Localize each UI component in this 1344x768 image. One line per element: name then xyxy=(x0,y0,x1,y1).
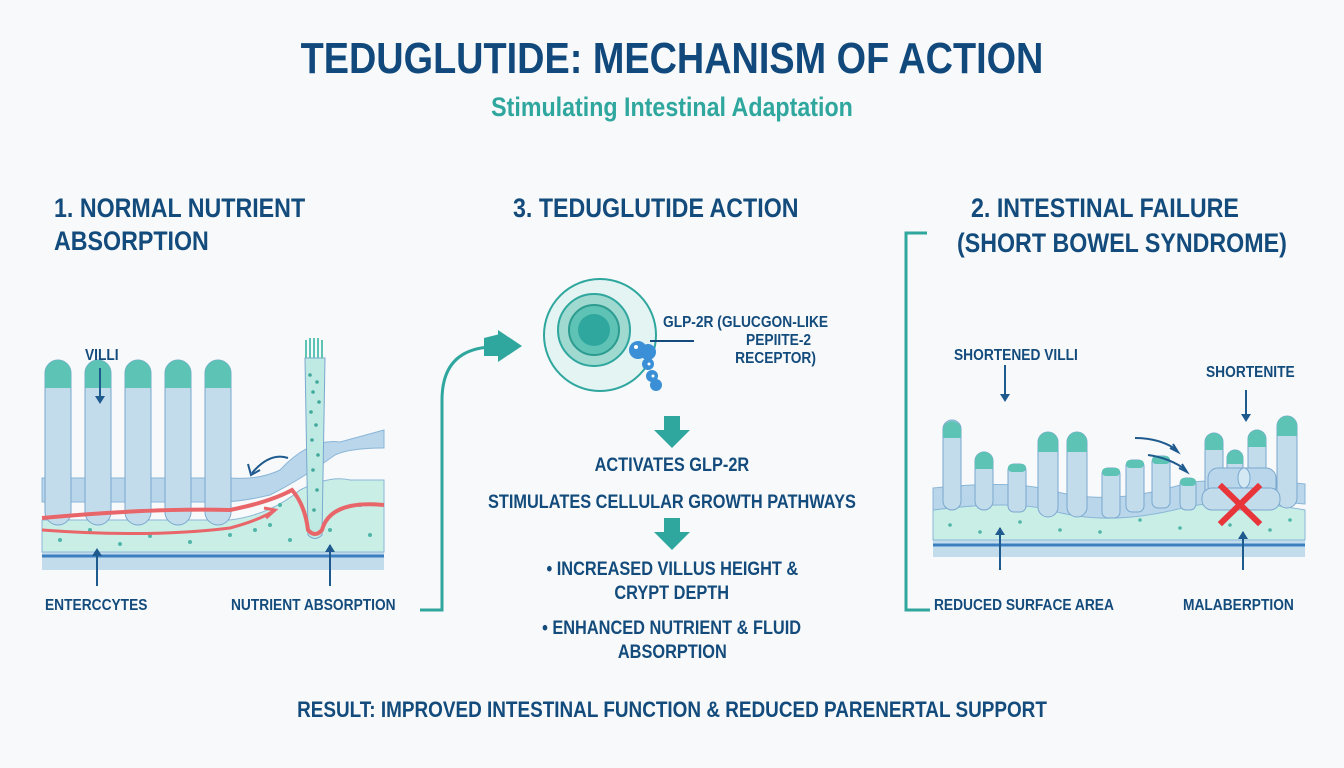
failure-intestine-illustration xyxy=(932,365,1306,570)
shortened-villi-label: SHORTENED VILLI xyxy=(954,347,1078,364)
failure-title-line2: (SHORT BOWEL SYNDROME) xyxy=(957,228,1287,258)
villus xyxy=(1276,415,1298,509)
villus xyxy=(1101,467,1121,519)
malabsorption-label: MALABERPTION xyxy=(1183,597,1294,614)
enterocytes-pointer-head-icon xyxy=(92,548,102,556)
cell-dots xyxy=(948,518,1292,534)
villus xyxy=(1007,463,1027,513)
villus xyxy=(942,419,962,511)
villus xyxy=(1179,477,1197,511)
cell-receptor-illustration xyxy=(543,278,662,392)
bullet-nutrient-line1: • ENHANCED NUTRIENT & FLUID xyxy=(542,618,802,639)
absorbing-villus xyxy=(304,338,326,539)
villus xyxy=(1066,431,1088,518)
villus xyxy=(204,359,232,526)
flow-arrow-icon xyxy=(263,506,279,520)
step-stimulates: STIMULATES CELLULAR GROWTH PATHWAYS xyxy=(455,491,889,515)
bullet-nutrient-absorption: • ENHANCED NUTRIENT & FLUID ABSORPTION xyxy=(455,617,889,665)
surface-area-pointer-head-icon xyxy=(995,527,1005,535)
receptor-label-line xyxy=(650,340,694,342)
bullet-villus-height: • INCREASED VILLUS HEIGHT & CRYPT DEPTH xyxy=(455,558,889,606)
curved-arrow-icon xyxy=(1134,437,1178,451)
normal-title-line1: 1. NORMAL NUTRIENT xyxy=(54,193,306,223)
bullet-villus-line2: CRYPT DEPTH xyxy=(614,583,730,604)
receptor-label-line2: PEPIITE-2 xyxy=(746,332,812,349)
enterocytes-label: ENTERCCYTES xyxy=(45,597,148,614)
step-activates-text: ACTIVATES GLP-2R xyxy=(594,455,750,476)
normal-intestine-illustration xyxy=(41,338,385,586)
receptor-label-line3: RECEPTOR) xyxy=(735,350,816,367)
absorption-pointer-head-icon xyxy=(325,544,335,552)
blood-vessel xyxy=(41,487,385,536)
shortened-villi-group xyxy=(942,415,1298,519)
villus xyxy=(164,359,192,526)
result-statement: RESULT: IMPROVED INTESTINAL FUNCTION & R… xyxy=(297,697,1047,722)
normal-title-line2: ABSORPTION xyxy=(54,226,209,256)
villus xyxy=(84,359,112,526)
villi-pointer-head-icon xyxy=(95,396,105,404)
villus xyxy=(124,359,152,526)
curved-arrow-icon xyxy=(1147,454,1187,471)
connector-arrow-icon xyxy=(420,330,522,612)
villi-group xyxy=(44,338,326,539)
curved-arrow-head-icon xyxy=(1178,463,1190,475)
receptor-highlights xyxy=(634,345,655,378)
villi-label: VILLI xyxy=(85,347,119,364)
villus xyxy=(1037,431,1059,518)
bullet-nutrient-line2: ABSORPTION xyxy=(617,642,727,663)
reduced-surface-area-label: REDUCED SURFACE AREA xyxy=(934,597,1114,614)
nucleus xyxy=(578,314,610,346)
villus xyxy=(44,359,72,526)
shortenite-label: SHORTENITE xyxy=(1206,364,1295,381)
curved-arrow-head-icon xyxy=(1169,443,1181,455)
curved-arrow-icon xyxy=(251,455,289,474)
curved-arrow-head-icon xyxy=(247,463,261,477)
nutrient-absorption-label: NUTRIENT ABSORPTION xyxy=(231,597,396,614)
shortened-villi-pointer-head-icon xyxy=(1000,394,1010,402)
glp2-receptor-icon xyxy=(629,341,662,391)
villus xyxy=(1151,455,1171,509)
down-arrow-icon xyxy=(654,416,690,448)
action-panel-title: 3. TEDUGLUTIDE ACTION xyxy=(513,193,799,223)
shortenite-pointer-head-icon xyxy=(1241,414,1251,422)
malabsorption-x-icon xyxy=(1217,482,1263,527)
blood-vessel-lower xyxy=(41,508,276,536)
bullet-villus-line1: • INCREASED VILLUS HEIGHT & xyxy=(546,559,798,580)
normal-panel-title: 1. NORMAL NUTRIENT ABSORPTION xyxy=(54,192,305,258)
villus xyxy=(974,451,994,511)
failure-panel-bracket xyxy=(904,231,930,612)
down-arrow-icon xyxy=(654,518,690,550)
page-subtitle: Stimulating Intestinal Adaptation xyxy=(491,92,853,122)
receptor-label: GLP-2R (GLUCGON-LIKE PEPIITE-2 RECEPTOR) xyxy=(663,314,855,368)
step-stimulates-text: STIMULATES CELLULAR GROWTH PATHWAYS xyxy=(488,492,856,513)
failure-title-line1: 2. INTESTINAL FAILURE xyxy=(971,193,1239,223)
step-activates: ACTIVATES GLP-2R xyxy=(455,454,889,478)
villus xyxy=(1125,459,1145,513)
page-title: TEDUGLUTIDE: MECHANISM OF ACTION xyxy=(300,34,1044,83)
receptor-label-line1: GLP-2R (GLUCGON-LIKE xyxy=(663,314,829,331)
malabsorption-pointer-head-icon xyxy=(1238,531,1248,539)
